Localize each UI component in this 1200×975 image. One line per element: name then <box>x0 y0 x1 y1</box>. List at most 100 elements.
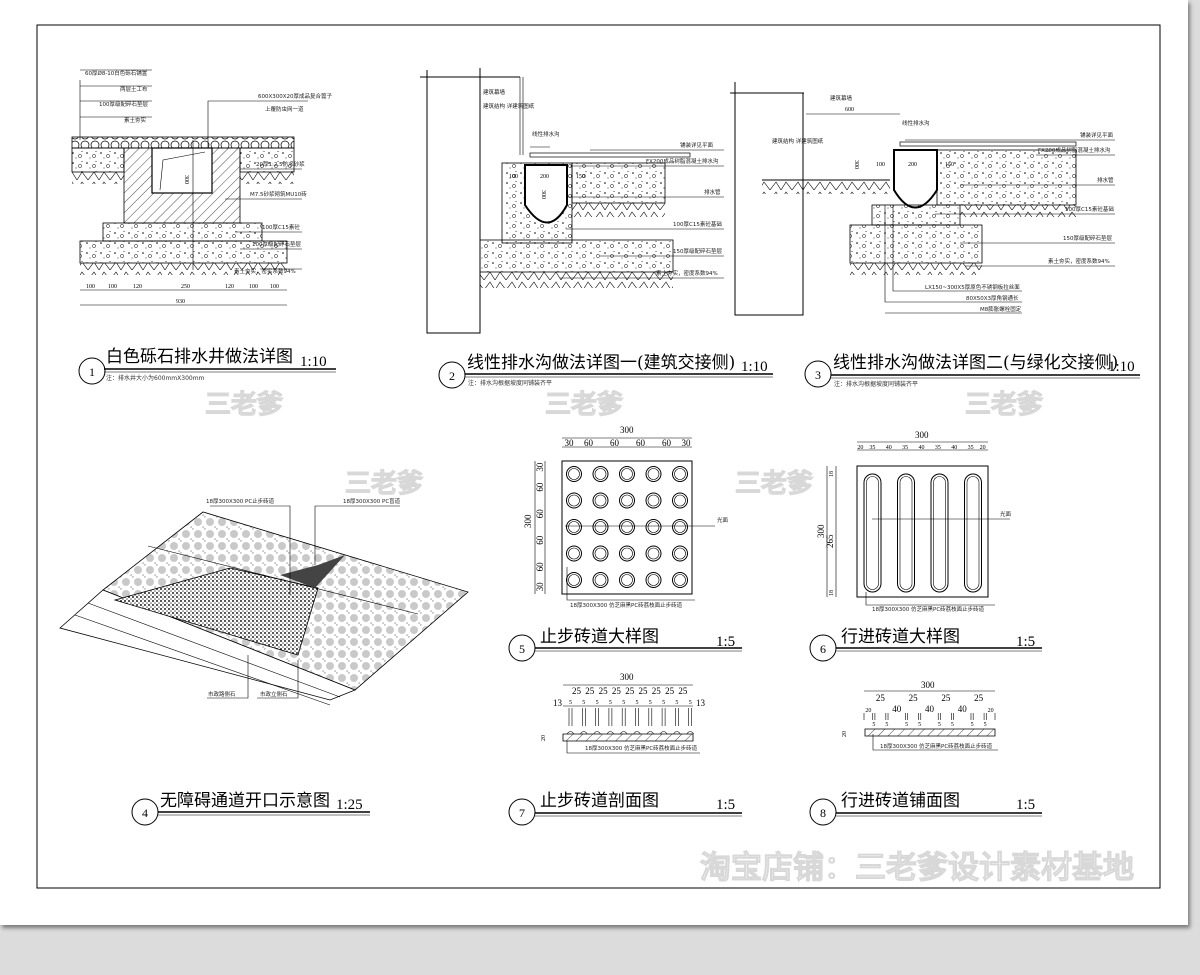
drawing-number: 3 <box>815 368 821 382</box>
dim: 100 <box>509 174 518 180</box>
drawing-scale: 1:5 <box>716 797 735 813</box>
dim: 200 <box>540 174 549 180</box>
dim: 300 <box>523 514 533 528</box>
label: 铺装详见平面 <box>680 141 714 149</box>
stud-inner <box>594 521 607 533</box>
drawing-number: 1 <box>89 365 95 379</box>
label: FX200成品树脂混凝土排水沟 <box>1038 146 1111 154</box>
stud-bump <box>619 731 628 735</box>
stud-inner <box>594 494 607 507</box>
dim: 18 <box>829 590 835 596</box>
stud-outer <box>619 572 635 588</box>
stud-outer <box>592 572 609 588</box>
dim: 30 <box>682 438 692 448</box>
label: 排水管 <box>704 188 721 196</box>
label: 排水管 <box>1097 176 1114 184</box>
dim: 600 <box>845 107 854 113</box>
dim: 300 <box>853 160 859 169</box>
stud-outer <box>645 519 662 535</box>
label: 线性排水沟 <box>902 119 930 127</box>
slot-inner <box>866 476 879 590</box>
stud-outer <box>566 519 582 535</box>
dim: 300 <box>183 175 189 184</box>
dim: 5 <box>918 722 921 728</box>
drawing-1-drain-well-detail: 60厚Ø8-10白色砾石铺置 两层土工布 100厚级配碎石垫层 素土夯实 600… <box>71 69 333 306</box>
dim: 35 <box>968 445 974 451</box>
drawing-title: 行进砖道大样图 <box>841 627 960 647</box>
label: 建筑幕墙 <box>483 88 506 96</box>
stud-outer <box>566 466 582 482</box>
slot-inner <box>899 476 913 590</box>
drawing-6-guide-tile-detail: 300 光面 18厚300X300 仿芝麻黑PC砖荔枝面止步砖道 300 265… <box>816 430 1012 613</box>
drawing-scale: 1:10 <box>300 354 327 370</box>
slot-outer <box>930 473 949 593</box>
dim: 30 <box>535 462 545 472</box>
drawing-scale: 1:5 <box>716 634 735 650</box>
drawing-sheet: 60厚Ø8-10白色砾石铺置 两层土工布 100厚级配碎石垫层 素土夯实 600… <box>0 0 1188 925</box>
drawing-1-title-block: 1 白色砾石排水井做法详图 1:10 注：排水井大小为600mmX300mm <box>78 347 336 385</box>
dim: 30 <box>565 438 575 448</box>
stud-inner <box>568 574 580 586</box>
dim: 200 <box>908 162 917 168</box>
stud-inner <box>621 574 633 586</box>
watermark: 三老爹 <box>965 390 1043 420</box>
dim: 60 <box>535 535 545 545</box>
label: 光面 <box>717 516 729 524</box>
drawing-2-linear-drain-building: 建筑幕墙 建筑结构 详建筑图纸 线性排水沟 铺装详见平面 FX200成品树脂混凝… <box>420 68 724 334</box>
drawing-note: 注：排水沟根据坡度同铺装齐平 <box>834 380 918 388</box>
dim: 300 <box>540 190 546 199</box>
stud-bump <box>566 731 575 735</box>
stud-outer <box>592 545 609 562</box>
dim: 5 <box>582 700 585 706</box>
drawing-4-title-block: 4 无障碍通道开口示意图 1:25 <box>131 791 370 826</box>
stud-outer <box>672 572 688 588</box>
dim: 25 <box>652 686 662 696</box>
stud-outer <box>672 492 688 509</box>
dim: 5 <box>971 722 974 728</box>
stud-inner <box>568 547 580 560</box>
label: 20厚1:2.5防水砂浆 <box>256 160 305 168</box>
watermark: 三老爹 <box>545 390 623 420</box>
stud-inner <box>647 547 660 560</box>
stud-outer <box>592 466 609 482</box>
stud-bump <box>659 731 668 735</box>
dim: 300 <box>816 524 826 538</box>
drawing-title: 行进砖道铺面图 <box>841 791 960 811</box>
stud-inner <box>647 521 660 533</box>
drawing-scale: 1:25 <box>336 797 363 813</box>
slot-outer <box>964 473 982 593</box>
stud-inner <box>674 521 686 533</box>
stud-bump <box>673 731 681 735</box>
stud-outer <box>566 545 582 562</box>
drawing-title: 白色砾石排水井做法详图 <box>106 347 293 367</box>
label: 18厚300X300 仿芝麻黑PC砖荔枝面止步砖道 <box>872 605 985 613</box>
dim: 5 <box>675 700 678 706</box>
dim: 25 <box>599 686 609 696</box>
stud-inner <box>674 494 686 507</box>
dim: 25 <box>585 686 595 696</box>
stud-inner <box>568 521 580 533</box>
dim: 60 <box>535 562 545 572</box>
label: 80X50X3厚角钢通长 <box>966 294 1019 302</box>
label: 18厚300X300 PC盲道 <box>343 497 401 505</box>
stud-outer <box>592 492 609 509</box>
label: 100厚级配碎石垫层 <box>252 240 301 248</box>
dim: 60 <box>584 438 594 448</box>
dim: 25 <box>941 693 951 703</box>
label: 市政立侧石 <box>260 690 288 698</box>
stud-bump <box>580 731 588 735</box>
label: LX150~300X5厚原色不锈钢板拉丝面 <box>925 283 1020 291</box>
label: M7.5砂浆砌筑MU10砖 <box>250 190 307 198</box>
drawing-title: 线性排水沟做法详图一(建筑交接侧) <box>467 353 735 373</box>
stud-outer <box>645 466 662 482</box>
dim: 120 <box>133 284 142 290</box>
dim: 25 <box>612 686 622 696</box>
stud-inner <box>674 547 686 560</box>
stud-outer <box>645 545 662 562</box>
stud-outer <box>592 519 609 535</box>
label: 100厚C15素砼 <box>262 223 300 231</box>
drawing-title: 止步砖道大样图 <box>540 627 659 647</box>
label: 素土夯实，密度系数94% <box>1048 257 1110 265</box>
drawing-scale: 1:10 <box>741 359 768 375</box>
stud-inner <box>568 468 580 480</box>
